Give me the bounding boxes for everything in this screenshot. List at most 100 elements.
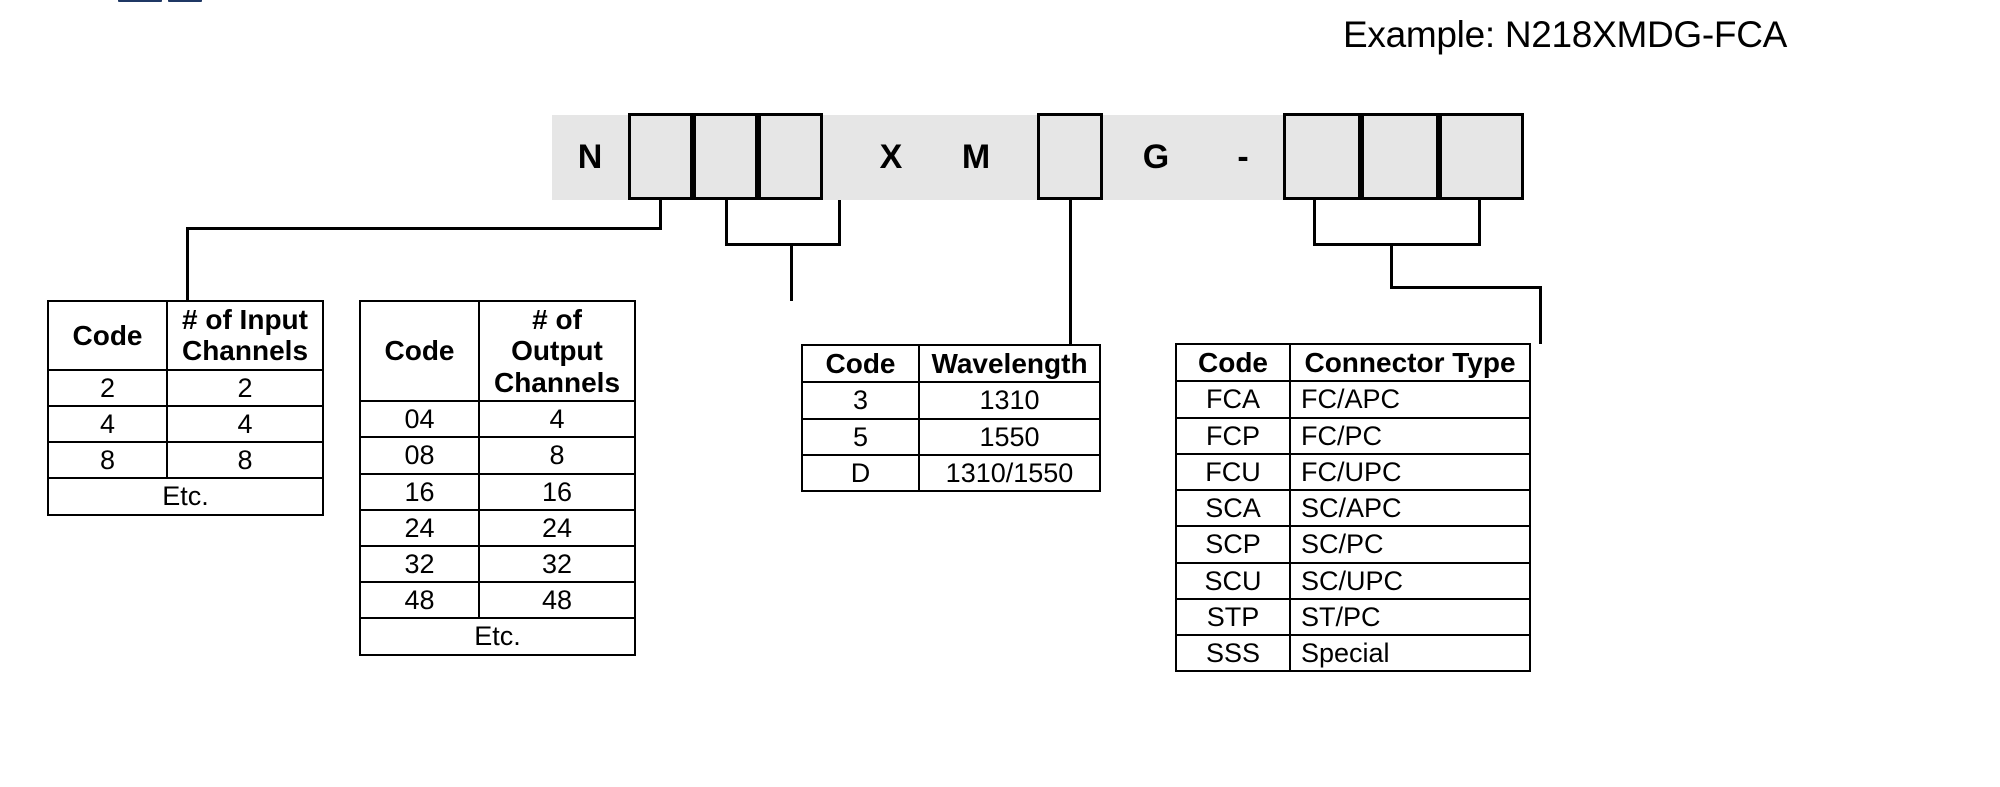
table-row: FCA FC/APC xyxy=(1175,380,1531,419)
cell-value: Special xyxy=(1289,633,1531,673)
cell-value: 16 xyxy=(478,472,636,511)
table-row: 5 1550 xyxy=(801,417,1101,456)
leader-connector-bracket-left xyxy=(1313,200,1316,246)
header-line-2: Channels xyxy=(181,335,309,367)
header-line-1: # of Output xyxy=(511,304,603,367)
cell-code: SCU xyxy=(1175,561,1291,600)
header-code: Code xyxy=(1175,342,1291,383)
table-row: SCA SC/APC xyxy=(1175,489,1531,528)
cell-code: 08 xyxy=(359,436,480,475)
cell-code: FCP xyxy=(1175,416,1291,455)
table-input-channels: Code # of Input Channels 2 2 4 4 8 8 Etc xyxy=(47,300,324,516)
cell-code: D xyxy=(801,453,920,493)
table-row: 4 4 xyxy=(47,404,324,444)
cell-code: 3 xyxy=(801,381,920,420)
header-wavelength: Wavelength xyxy=(918,343,1101,384)
leader-connector-horizontal xyxy=(1390,286,1542,289)
table-row: 32 32 xyxy=(359,545,636,584)
leader-output-vertical xyxy=(790,243,793,301)
header-connector-type: Connector Type xyxy=(1289,342,1531,383)
cell-value: SC/PC xyxy=(1289,525,1531,564)
table-output-channels: Code # of Output Channels 04 4 08 8 16 1… xyxy=(359,299,636,656)
cell-value: 1310/1550 xyxy=(918,453,1101,493)
table-row: SSS Special xyxy=(1175,633,1531,673)
cell-value: FC/UPC xyxy=(1289,452,1531,492)
cell-code: 32 xyxy=(359,545,480,584)
table-row: 24 24 xyxy=(359,508,636,548)
cell-code: 16 xyxy=(359,472,480,511)
leader-connector-bracket-right xyxy=(1478,200,1481,246)
cell-code: 2 xyxy=(47,368,168,407)
cell-code: STP xyxy=(1175,597,1291,637)
example-part-number-label: Example: N218XMDG-FCA xyxy=(1343,14,1787,55)
cell-code: SSS xyxy=(1175,633,1291,673)
cell-value: ST/PC xyxy=(1289,597,1531,637)
cell-value: 48 xyxy=(478,581,636,620)
cell-etc: Etc. xyxy=(47,477,324,516)
leader-wavelength-vertical xyxy=(1069,200,1072,345)
header-line-1: # of Input xyxy=(182,304,308,335)
leader-connector-vertical-a xyxy=(1390,243,1393,289)
cell-value: 32 xyxy=(478,545,636,584)
leader-input-vertical-b xyxy=(186,227,189,301)
cell-code: SCP xyxy=(1175,525,1291,564)
cell-value: 4 xyxy=(166,404,324,444)
pn-letter-n: N xyxy=(577,138,603,176)
leader-output-bracket-left xyxy=(725,200,728,246)
cell-code: 04 xyxy=(359,400,480,439)
cell-code: 24 xyxy=(359,508,480,548)
table-header-row: Code # of Output Channels xyxy=(359,299,636,403)
pn-box-connector-1[interactable] xyxy=(1283,113,1361,200)
table-row: 3 1310 xyxy=(801,381,1101,420)
pn-box-input-channels[interactable] xyxy=(628,113,693,200)
table-row: STP ST/PC xyxy=(1175,597,1531,637)
cell-value: FC/PC xyxy=(1289,416,1531,455)
leader-input-vertical-a xyxy=(659,200,662,229)
cell-etc: Etc. xyxy=(359,617,636,656)
table-header-row: Code Connector Type xyxy=(1175,342,1531,383)
clipped-header-artifact-right xyxy=(168,0,202,2)
pn-box-connector-3[interactable] xyxy=(1439,113,1524,200)
pn-letter-m: M xyxy=(961,138,991,176)
pn-box-output-channels-1[interactable] xyxy=(693,113,758,200)
cell-value: 8 xyxy=(478,436,636,475)
cell-code: 5 xyxy=(801,417,920,456)
table-row: 48 48 xyxy=(359,581,636,620)
pn-box-output-channels-2[interactable] xyxy=(758,113,823,200)
leader-connector-bracket-bottom xyxy=(1313,243,1481,246)
clipped-header-artifact-left xyxy=(118,0,162,2)
cell-value: 1550 xyxy=(918,417,1101,456)
cell-code: SCA xyxy=(1175,489,1291,528)
header-input-channels: # of Input Channels xyxy=(166,300,324,371)
leader-output-bracket-right xyxy=(838,200,841,246)
table-row: SCU SC/UPC xyxy=(1175,561,1531,600)
cell-code: FCU xyxy=(1175,452,1291,492)
cell-code: 8 xyxy=(47,441,168,480)
table-footer-row: Etc. xyxy=(359,617,636,656)
leader-input-horizontal xyxy=(186,227,662,230)
cell-value: 8 xyxy=(166,441,324,480)
leader-output-bracket-bottom xyxy=(725,243,841,246)
header-line-2: Channels xyxy=(493,366,621,398)
table-row: 8 8 xyxy=(47,441,324,480)
cell-value: FC/APC xyxy=(1289,380,1531,419)
table-connector-type: Code Connector Type FCA FC/APC FCP FC/PC… xyxy=(1175,342,1531,673)
pn-letter-g: G xyxy=(1142,138,1170,176)
pn-box-connector-2[interactable] xyxy=(1361,113,1439,200)
cell-value: SC/APC xyxy=(1289,489,1531,528)
table-row: D 1310/1550 xyxy=(801,453,1101,493)
header-output-channels: # of Output Channels xyxy=(478,299,636,403)
cell-value: SC/UPC xyxy=(1289,561,1531,600)
table-row: 16 16 xyxy=(359,472,636,511)
table-wavelength: Code Wavelength 3 1310 5 1550 D 1310/155… xyxy=(801,343,1101,493)
header-code: Code xyxy=(47,300,168,371)
cell-code: 4 xyxy=(47,404,168,444)
table-row: 2 2 xyxy=(47,368,324,407)
cell-code: FCA xyxy=(1175,380,1291,419)
table-row: FCP FC/PC xyxy=(1175,416,1531,455)
table-header-row: Code # of Input Channels xyxy=(47,300,324,371)
cell-value: 24 xyxy=(478,508,636,548)
pn-box-wavelength[interactable] xyxy=(1037,113,1103,200)
table-row: FCU FC/UPC xyxy=(1175,452,1531,492)
